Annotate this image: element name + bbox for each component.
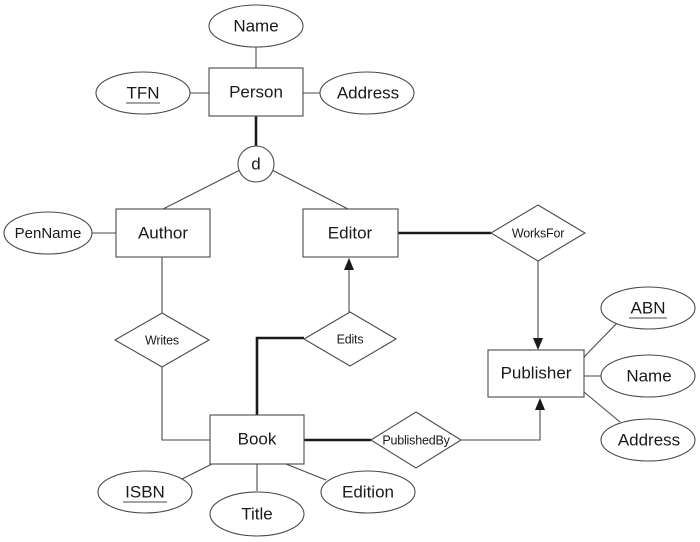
disjoint-circle <box>237 145 275 183</box>
attribute-publisher-address-label: Address <box>618 430 680 449</box>
attribute-publisher-name-oval <box>600 354 696 398</box>
relationship-publishedby-diamond <box>369 411 463 469</box>
attribute-publisher-abn: ABN <box>600 286 696 330</box>
relationship-writes-diamond <box>113 312 211 368</box>
arrowheads <box>344 258 545 410</box>
entity-editor-box <box>302 208 399 258</box>
disjoint-label: d <box>251 154 260 173</box>
relationship-worksfor-diamond <box>489 204 587 262</box>
relationship-publishedby: PublishedBy <box>369 411 463 469</box>
relationship-worksfor: WorksFor <box>489 204 587 262</box>
attribute-publisher-address: Address <box>600 418 696 462</box>
attribute-book-isbn-oval <box>97 470 193 514</box>
attribute-person-tfn-label: TFN <box>126 83 159 102</box>
attribute-person-address-label: Address <box>337 83 399 102</box>
relationship-edits-diamond <box>302 311 398 367</box>
entity-book: Book <box>209 414 305 465</box>
attribute-book-isbn-label: ISBN <box>125 482 165 501</box>
arrowhead-publishedby-publisher <box>535 398 545 410</box>
relationship-worksfor-label: WorksFor <box>512 226 564 240</box>
connector-publisher-abn <box>583 321 619 358</box>
entity-person: Person <box>208 67 304 117</box>
attribute-publisher-abn-label: ABN <box>631 298 666 317</box>
entity-book-label: Book <box>238 429 277 448</box>
arrowhead-edits-editor <box>344 258 354 270</box>
entity-person-box <box>208 67 304 117</box>
connector-publishedby-publisher <box>460 410 541 441</box>
attribute-publisher-address-oval <box>600 418 696 462</box>
entity-author-box <box>115 208 211 258</box>
attribute-book-edition: Edition <box>320 470 416 514</box>
attribute-person-name-oval <box>208 4 304 48</box>
attribute-book-edition-label: Edition <box>342 482 394 501</box>
entity-publisher: Publisher <box>487 349 585 398</box>
connector-book-edits <box>255 336 304 415</box>
connectors <box>92 46 621 491</box>
specialization-disjoint: d <box>237 145 275 183</box>
attribute-book-edition-oval <box>320 470 416 514</box>
attribute-publisher-name: Name <box>600 354 696 398</box>
entity-author-label: Author <box>138 223 188 242</box>
attribute-person-tfn-oval <box>95 71 191 115</box>
relationship-publishedby-label: PublishedBy <box>382 433 450 447</box>
entity-book-box <box>209 414 305 465</box>
connector-disjoint-editor <box>271 169 349 210</box>
attribute-author-penname-oval <box>3 211 93 255</box>
connector-writes-book <box>161 367 210 441</box>
attribute-person-address-oval <box>319 71 415 115</box>
connector-publisher-address <box>583 391 621 423</box>
attribute-book-isbn: ISBN <box>97 470 193 514</box>
relationship-edits: Edits <box>302 311 398 367</box>
attribute-person-name: Name <box>208 4 304 48</box>
attribute-book-title: Title <box>209 491 305 537</box>
relationship-writes: Writes <box>113 312 211 368</box>
connector-book-isbn <box>179 463 213 481</box>
entity-editor: Editor <box>302 208 399 258</box>
attribute-person-address: Address <box>319 71 415 115</box>
connector-book-edition <box>285 463 327 481</box>
attribute-book-title-oval <box>209 491 305 537</box>
relationship-edits-label: Edits <box>337 332 364 346</box>
entity-person-label: Person <box>229 82 283 101</box>
entity-publisher-label: Publisher <box>501 363 572 382</box>
arrowhead-worksfor-publisher <box>533 338 543 350</box>
attribute-author-penname: PenName <box>3 211 93 255</box>
entity-author: Author <box>115 208 211 258</box>
relationship-writes-label: Writes <box>145 333 179 347</box>
attribute-person-tfn: TFN <box>95 71 191 115</box>
attribute-person-name-label: Name <box>233 16 278 35</box>
attribute-book-title-label: Title <box>241 504 273 523</box>
entity-publisher-box <box>487 349 585 398</box>
attribute-publisher-abn-oval <box>600 286 696 330</box>
attribute-publisher-name-label: Name <box>626 366 671 385</box>
attribute-author-penname-label: PenName <box>15 225 82 242</box>
entity-editor-label: Editor <box>328 223 373 242</box>
connector-disjoint-author <box>162 169 241 210</box>
